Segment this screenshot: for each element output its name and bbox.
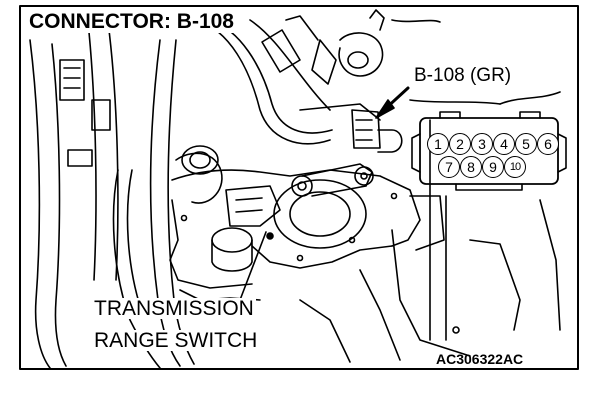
connector-title: CONNECTOR: B-108 — [27, 10, 236, 33]
connector-pin: 7 — [438, 156, 460, 178]
connector-pin: 10 — [504, 156, 526, 178]
connector-pin: 9 — [482, 156, 504, 178]
connector-pin: 2 — [449, 133, 471, 155]
connector-pin: 1 — [427, 133, 449, 155]
connector-pin: 8 — [460, 156, 482, 178]
connector-pin: 6 — [537, 133, 559, 155]
component-label-line1: TRANSMISSION — [92, 297, 256, 320]
connector-label: B-108 (GR) — [414, 65, 512, 86]
connector-b108-body — [411, 111, 567, 191]
figure-code: AC306322AC — [436, 351, 524, 367]
component-label-line2: RANGE SWITCH — [92, 329, 260, 352]
transmission-body — [169, 109, 445, 301]
right-structure — [299, 91, 561, 363]
connector-pin: 4 — [493, 133, 515, 155]
switch-leader-line — [239, 231, 267, 301]
upper-pipes — [195, 9, 441, 145]
connector-pin: 3 — [471, 133, 493, 155]
left-hoses — [29, 21, 119, 369]
connector-arrow — [375, 86, 410, 119]
figure-frame — [19, 5, 579, 370]
connector-pin: 5 — [515, 133, 537, 155]
